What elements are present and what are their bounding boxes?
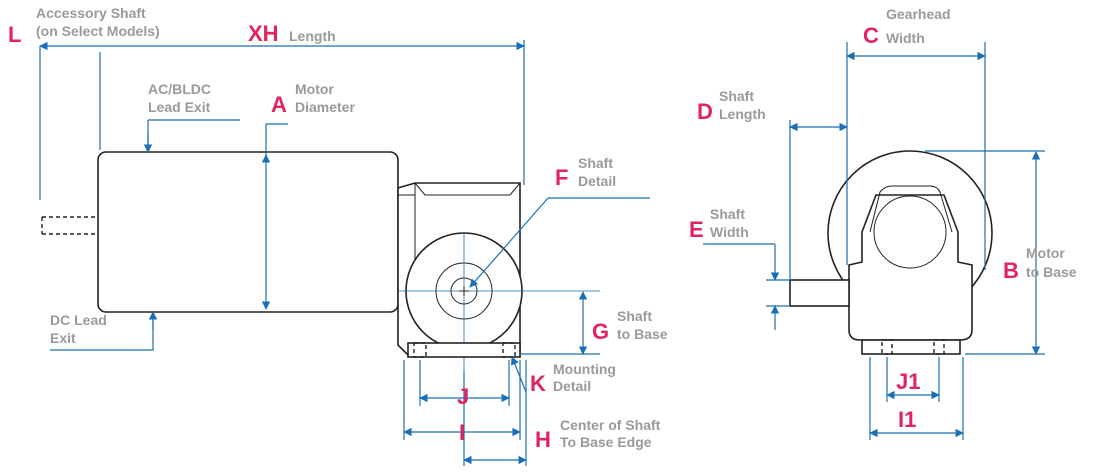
side-view (39, 40, 650, 466)
label-f-letter: F (555, 165, 568, 190)
label-l-line1: Accessory Shaft (36, 5, 146, 21)
label-dc-line2: Exit (50, 330, 76, 346)
label-l-letter: L (8, 22, 21, 47)
label-xh-line1: Length (289, 28, 336, 44)
label-ac-line2: Lead Exit (148, 99, 211, 115)
label-i1-letter: I1 (898, 407, 916, 432)
label-a-letter: A (271, 92, 287, 117)
label-k-letter: K (530, 371, 546, 396)
front-output-shaft (789, 279, 850, 307)
label-e-line2: Width (710, 224, 749, 240)
label-d-letter: D (697, 99, 713, 124)
label-d-line2: Length (719, 106, 766, 122)
label-k: K Mounting Detail (530, 361, 616, 396)
label-b: B Motor to Base (1003, 245, 1077, 283)
label-f-line1: Shaft (578, 155, 613, 171)
label-k-line1: Mounting (553, 361, 616, 377)
label-g: G Shaft to Base (592, 308, 668, 344)
label-b-letter: B (1003, 258, 1019, 283)
label-b-line1: Motor (1026, 245, 1065, 261)
label-a-line1: Motor (295, 81, 334, 97)
label-h: H Center of Shaft To Base Edge (535, 417, 661, 452)
label-j: J (457, 384, 469, 409)
mounting-feet (407, 342, 521, 358)
label-c-letter: C (863, 23, 879, 48)
label-k-line2: Detail (553, 378, 591, 394)
front-view (703, 42, 1045, 440)
label-i1: I1 (898, 407, 916, 432)
label-e-line1: Shaft (710, 206, 745, 222)
label-dc: DC Lead Exit (50, 312, 107, 346)
label-l: L Accessory Shaft (on Select Models) (8, 5, 160, 47)
label-d: D Shaft Length (697, 88, 766, 124)
label-c-line1: Gearhead (886, 6, 951, 22)
accessory-shaft (41, 216, 98, 235)
label-j1: J1 (896, 369, 920, 394)
label-c-line2: Width (886, 30, 925, 46)
label-l-line2: (on Select Models) (36, 23, 160, 39)
label-h-letter: H (535, 427, 551, 452)
label-ac-line1: AC/BLDC (148, 81, 211, 97)
label-g-line2: to Base (617, 326, 668, 342)
label-e: E Shaft Width (689, 206, 749, 242)
label-g-letter: G (592, 319, 609, 344)
label-h-line2: To Base Edge (560, 434, 652, 450)
label-j1-letter: J1 (896, 369, 920, 394)
label-j-letter: J (457, 384, 469, 409)
label-b-line2: to Base (1026, 264, 1077, 280)
label-a: A Motor Diameter (271, 81, 355, 117)
label-g-line1: Shaft (617, 308, 652, 324)
label-ac-bldc: AC/BLDC Lead Exit (148, 81, 211, 115)
label-a-line2: Diameter (295, 99, 355, 115)
label-i: I (459, 420, 465, 445)
label-xh-letter: XH (248, 21, 279, 46)
label-e-letter: E (689, 217, 704, 242)
label-f-line2: Detail (578, 173, 616, 189)
label-c: C Gearhead Width (863, 6, 951, 48)
label-xh: XH Length (248, 21, 336, 46)
motor-body (97, 151, 399, 313)
label-d-line1: Shaft (719, 88, 754, 104)
label-i-letter: I (459, 420, 465, 445)
label-h-line1: Center of Shaft (560, 417, 661, 433)
label-dc-line1: DC Lead (50, 312, 107, 328)
label-f: F Shaft Detail (555, 155, 616, 190)
